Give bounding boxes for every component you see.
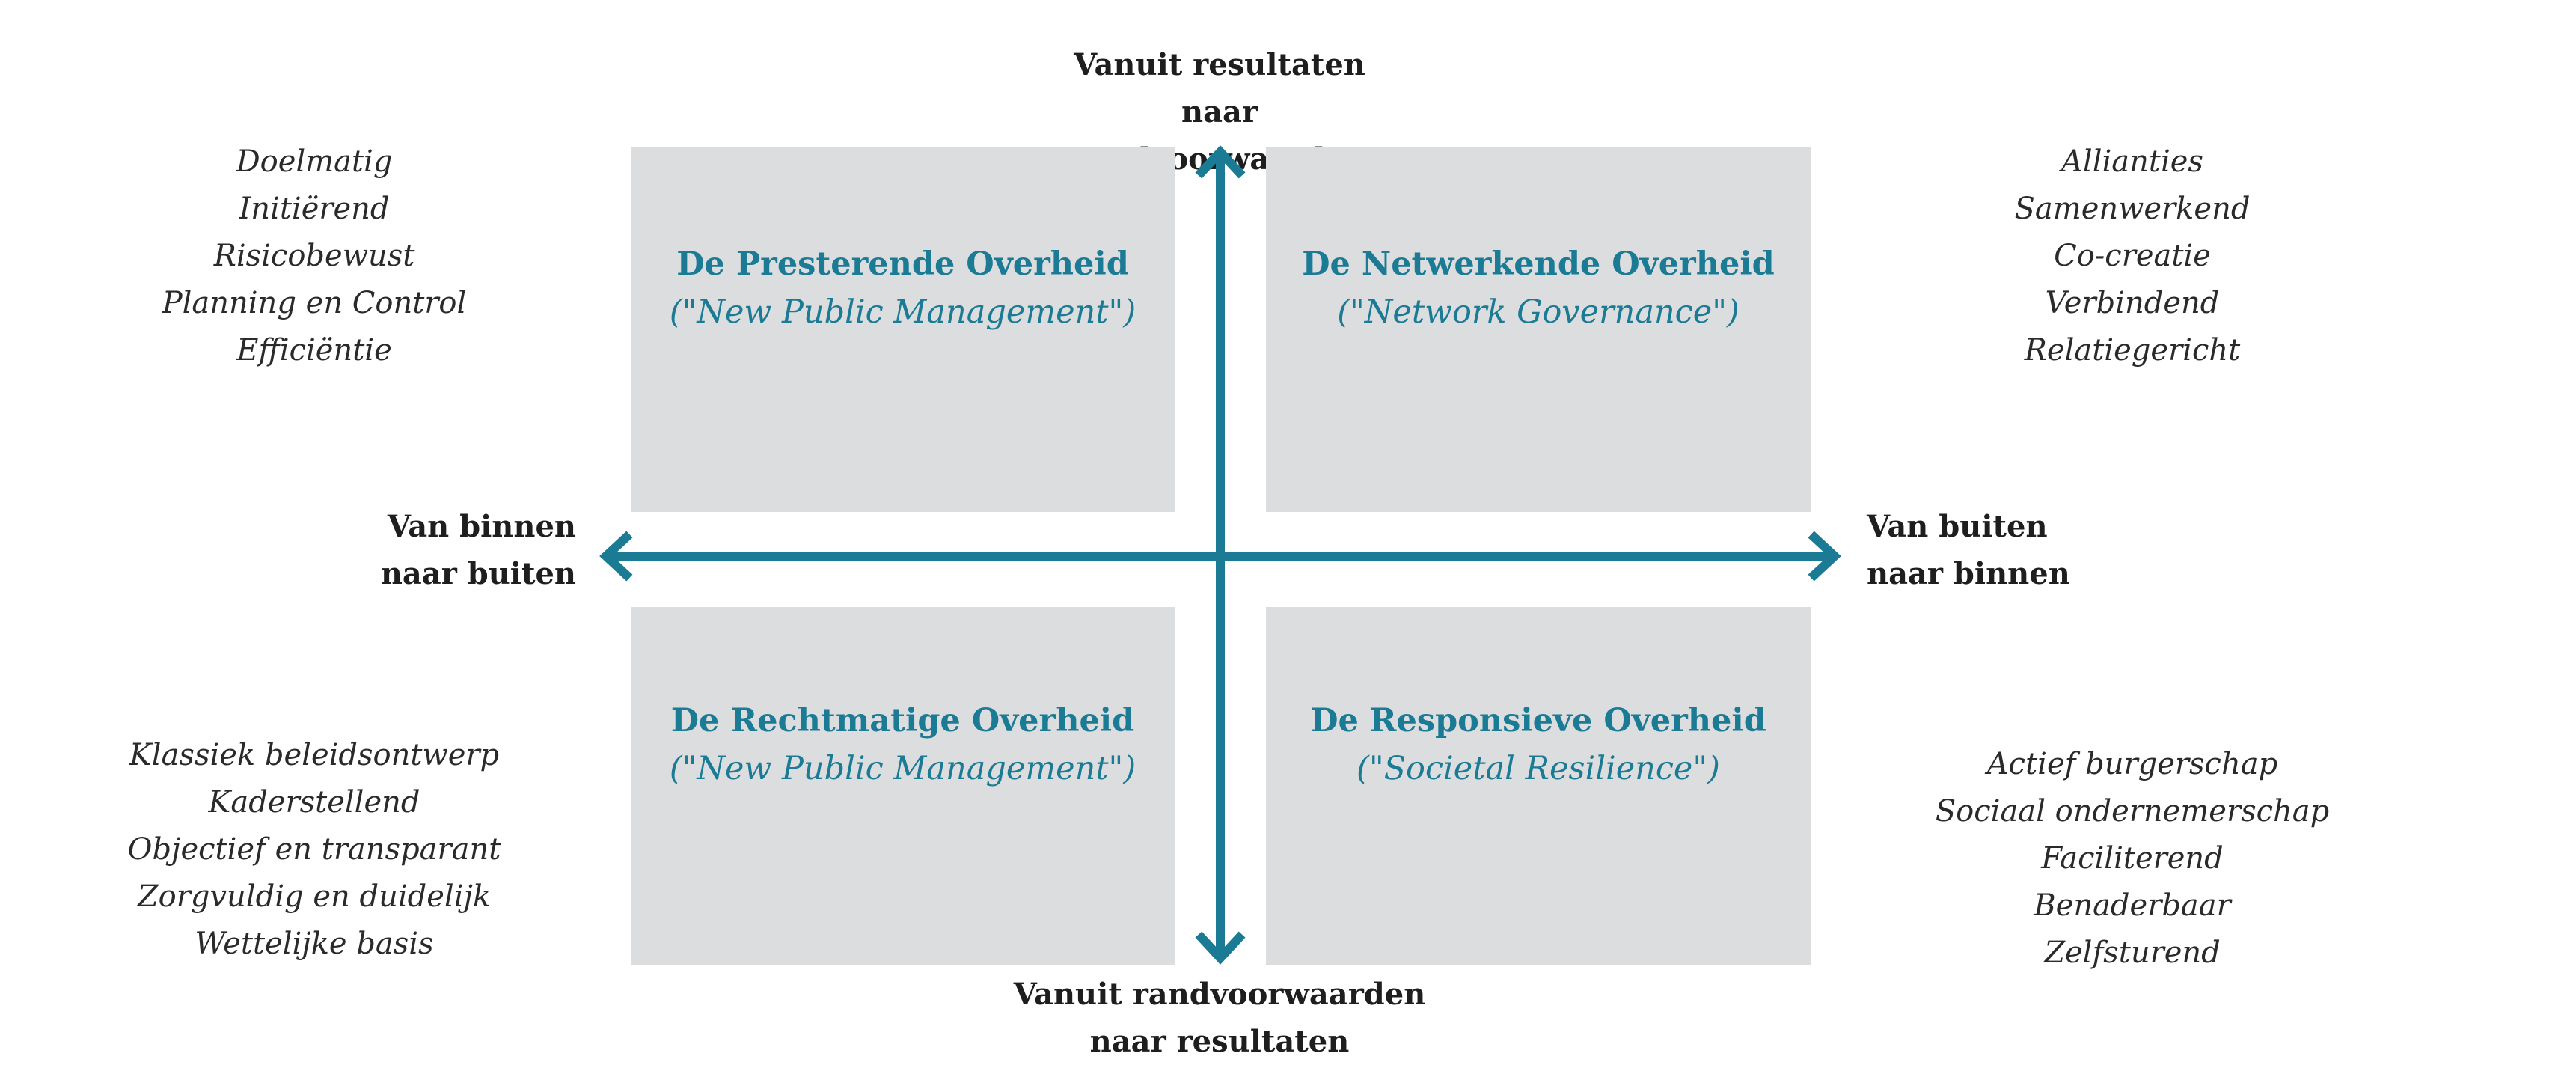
axis-label-bottom-line-2: naar resultaten: [1089, 1024, 1350, 1059]
quadrant-bottom-right-title: De Responsieve Overheid: [1310, 702, 1766, 739]
list-item: Samenwerkend: [2014, 192, 2251, 226]
quadrant-top-left: De Presterende Overheid ("New Public Man…: [631, 147, 1175, 512]
quadrant-top-left-title: De Presterende Overheid: [676, 245, 1129, 283]
characteristics-list-top-right: Allianties Samenwerkend Co-creatie Verbi…: [1953, 138, 2312, 374]
list-item: Kaderstellend: [208, 785, 420, 820]
arrow-head-down: [1195, 931, 1246, 965]
list-item: Sociaal ondernemerschap: [1935, 794, 2330, 829]
list-item: Relatiegericht: [2024, 333, 2241, 367]
list-item: Efficiëntie: [236, 333, 392, 367]
axis-label-bottom-line-1: Vanuit randvoorwaarden: [1013, 977, 1426, 1012]
axis-label-right: Van buiten naar binnen: [1867, 503, 2166, 597]
quadrant-bottom-left-subtitle: ("New Public Management"): [669, 750, 1136, 787]
characteristics-list-top-left: Doelmatig Initiërend Risicobewust Planni…: [135, 138, 494, 374]
list-item: Wettelijke basis: [195, 927, 434, 961]
axis-label-bottom: Vanuit randvoorwaarden naar resultaten: [995, 971, 1444, 1065]
axis-label-left-line-1: Van binnen: [387, 509, 576, 544]
quadrant-top-right-title: De Netwerkende Overheid: [1302, 245, 1775, 283]
quadrant-bottom-left: De Rechtmatige Overheid ("New Public Man…: [631, 607, 1175, 965]
list-item: Allianties: [2061, 144, 2203, 179]
list-item: Zorgvuldig en duidelijk: [137, 879, 492, 914]
quadrant-bottom-left-title: De Rechtmatige Overheid: [670, 702, 1135, 739]
quadrant-bottom-right: De Responsieve Overheid ("Societal Resil…: [1266, 607, 1811, 965]
list-item: Objectief en transparant: [127, 832, 501, 867]
quadrant-top-right: De Netwerkende Overheid ("Network Govern…: [1266, 147, 1811, 512]
axis-label-left: Van binnen naar buiten: [329, 503, 576, 597]
axis-label-right-line-1: Van buiten: [1867, 509, 2048, 544]
list-item: Klassiek beleidsontwerp: [129, 738, 500, 772]
list-item: Risicobewust: [213, 239, 415, 273]
axis-label-top-line-1: Vanuit resultaten: [1074, 47, 1365, 82]
characteristics-list-bottom-left: Klassiek beleidsontwerp Kaderstellend Ob…: [112, 732, 516, 968]
list-item: Benaderbaar: [2034, 888, 2231, 923]
axis-label-right-line-2: naar binnen: [1867, 556, 2070, 591]
list-item: Co-creatie: [2054, 239, 2211, 273]
list-item: Faciliterend: [2041, 841, 2224, 876]
list-item: Actief burgerschap: [1986, 747, 2278, 781]
arrow-head-left: [599, 531, 633, 582]
arrow-head-up: [1195, 145, 1246, 179]
axis-label-left-line-2: naar buiten: [380, 556, 576, 591]
list-item: Planning en Control: [162, 286, 467, 320]
list-item: Zelfsturend: [2044, 936, 2221, 970]
characteristics-list-bottom-right: Actief burgerschap Sociaal ondernemersch…: [1915, 741, 2349, 977]
list-item: Verbindend: [2045, 286, 2220, 320]
quadrant-top-right-subtitle: ("Network Governance"): [1337, 293, 1740, 331]
quadrant-bottom-right-subtitle: ("Societal Resilience"): [1356, 750, 1720, 787]
list-item: Initiërend: [239, 192, 390, 226]
arrow-head-right: [1808, 531, 1841, 582]
list-item: Doelmatig: [236, 144, 393, 179]
quadrant-top-left-subtitle: ("New Public Management"): [669, 293, 1136, 331]
